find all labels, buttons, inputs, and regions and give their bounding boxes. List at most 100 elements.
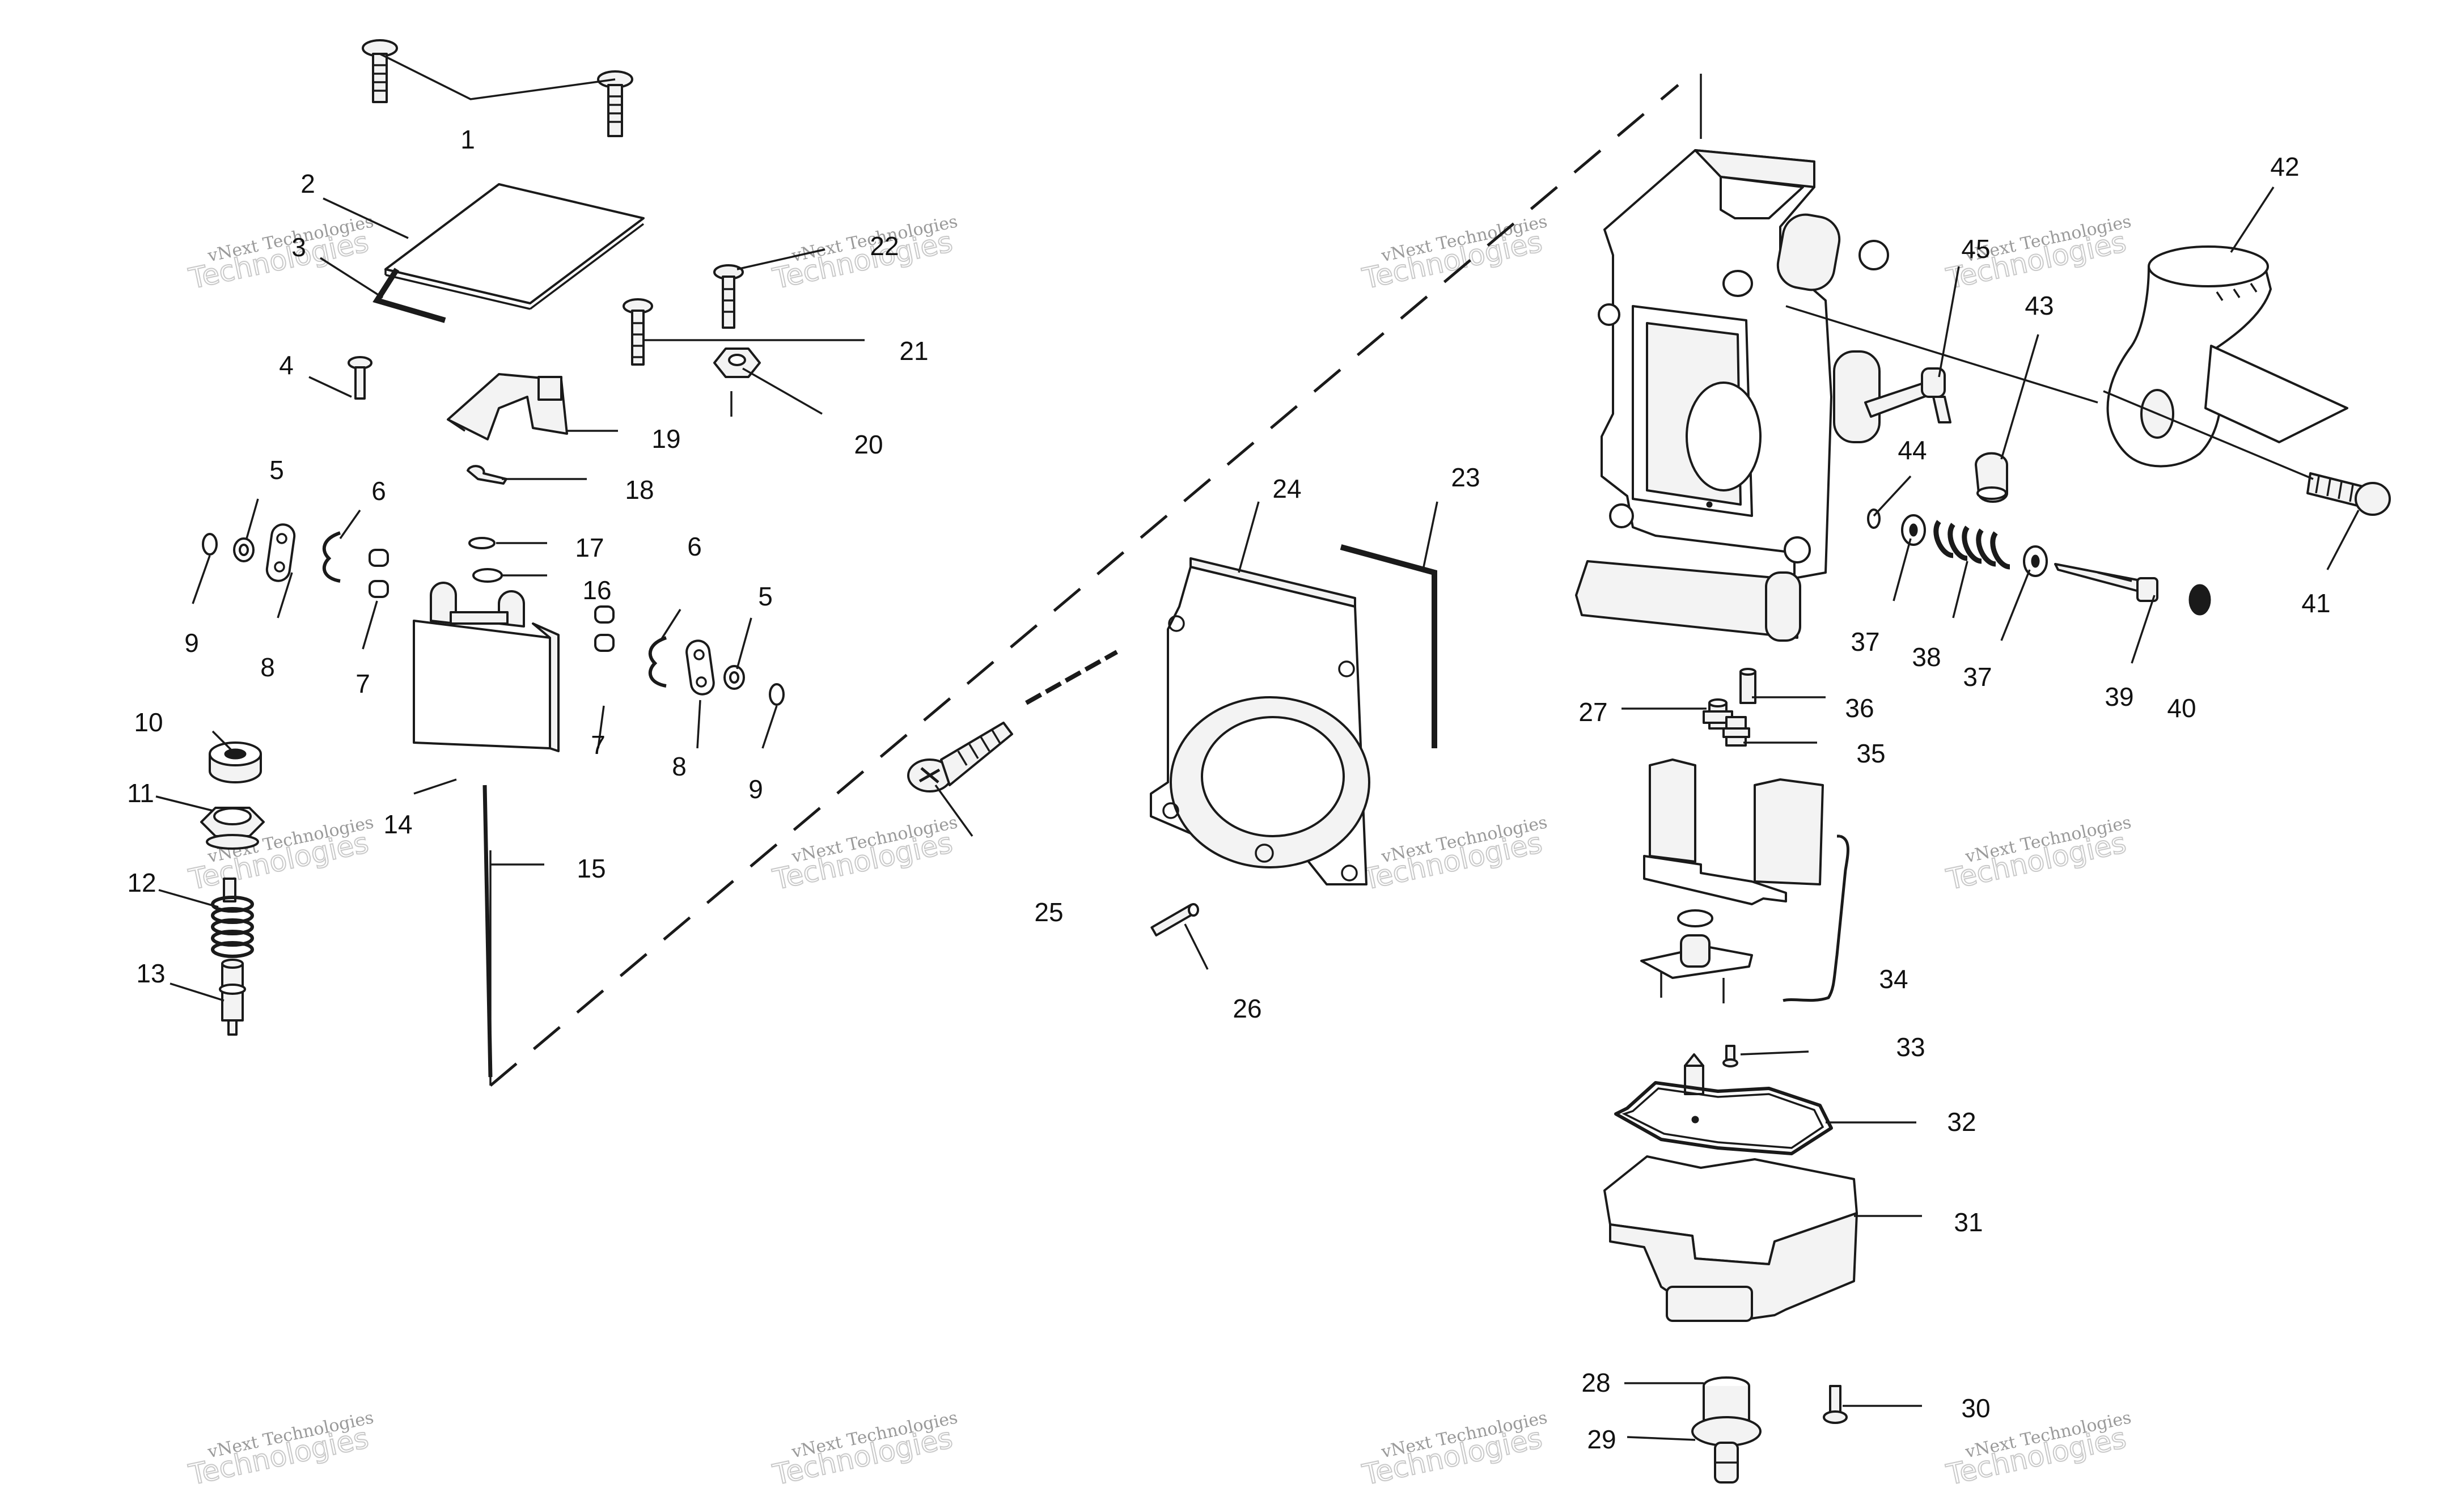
callout-6-right: 6 [687, 532, 702, 561]
throttle-slide [413, 582, 560, 752]
callout-2: 2 [300, 169, 315, 198]
watermark: Technologies vNext Technologies [1359, 211, 1549, 296]
callout-25: 25 [1034, 897, 1063, 927]
callout-43: 43 [2025, 291, 2054, 320]
spring-seat [209, 741, 262, 783]
watermark: Technologies vNext Technologies [769, 1408, 960, 1492]
needle-jet [1739, 668, 1756, 704]
callout-17: 17 [575, 533, 604, 562]
pilot-spring [1933, 520, 2010, 570]
bracket-screw [348, 356, 372, 400]
parts-layer [200, 39, 2391, 1484]
idle-adjust-screw [2103, 390, 2391, 516]
callout-5-right: 5 [758, 582, 773, 611]
callout-29: 29 [1587, 1425, 1616, 1454]
callout-40: 40 [2167, 693, 2196, 723]
pilot-jet [1703, 698, 1733, 730]
callout-5: 5 [269, 455, 284, 485]
callout-31: 31 [1954, 1207, 1983, 1237]
callout-6: 6 [371, 476, 386, 506]
float-pin-screw [1722, 1045, 1738, 1067]
top-screw [713, 264, 744, 329]
top-cover-screws [362, 39, 633, 137]
throttle-spring [211, 878, 255, 958]
callout-3: 3 [291, 232, 306, 262]
callout-41: 41 [2301, 588, 2330, 618]
long-screw [623, 298, 653, 366]
pilot-screw [2054, 563, 2158, 602]
main-jet [1722, 716, 1750, 747]
callout-9-right: 9 [748, 774, 763, 804]
callout-34: 34 [1879, 964, 1908, 994]
callout-30: 30 [1961, 1393, 1990, 1423]
callout-33: 33 [1896, 1032, 1925, 1062]
callout-8: 8 [260, 652, 275, 682]
callout-15: 15 [577, 854, 606, 883]
callout-10: 10 [134, 707, 163, 737]
callout-21: 21 [899, 336, 928, 366]
callout-23: 23 [1451, 463, 1480, 492]
callout-27: 27 [1578, 697, 1607, 727]
callout-19: 19 [651, 424, 680, 454]
callout-39: 39 [2105, 682, 2133, 711]
callout-28: 28 [1581, 1368, 1610, 1397]
callout-16: 16 [582, 575, 611, 605]
callout-labels: 1 2 3 4 5 6 7 8 9 10 11 12 13 14 15 16 1… [127, 125, 2330, 1454]
callout-18: 18 [625, 475, 654, 505]
callout-20: 20 [854, 430, 883, 459]
watermark: Technologies vNext Technologies [769, 211, 960, 296]
callout-44: 44 [1898, 435, 1927, 465]
rubber-boot [1975, 452, 2008, 503]
throttle-cable-cap [2106, 245, 2348, 468]
hex-nut [713, 347, 761, 378]
callout-26: 26 [1233, 994, 1261, 1023]
callout-42: 42 [2270, 152, 2299, 181]
callout-7-right: 7 [591, 730, 606, 760]
throttle-bracket [447, 373, 568, 440]
callout-38: 38 [1912, 642, 1941, 672]
callout-37-right: 37 [1963, 662, 1992, 692]
adjuster-nut [200, 807, 265, 850]
callout-8-right: 8 [672, 752, 687, 781]
callout-7: 7 [355, 669, 370, 698]
right-linkage-parts [594, 605, 785, 706]
drain-plug [1691, 1376, 1762, 1484]
starter-plunger [219, 959, 246, 1036]
cover-gasket [372, 268, 446, 323]
callout-12: 12 [127, 868, 156, 897]
float-bowl-gasket [1614, 1081, 1833, 1155]
callout-35: 35 [1856, 739, 1885, 768]
plug-ball [2188, 584, 2211, 616]
dowel-pin [1150, 903, 1199, 936]
drain-screw [1823, 1385, 1848, 1424]
callout-36: 36 [1845, 693, 1874, 723]
watermark: Technologies vNext Technologies [1943, 812, 2133, 897]
callout-45: 45 [1961, 234, 1990, 264]
callout-24: 24 [1272, 474, 1301, 503]
top-cover-plate [384, 183, 645, 304]
watermark: Technologies vNext Technologies [185, 211, 376, 296]
flange-screw [907, 650, 1118, 793]
callout-32: 32 [1947, 1107, 1976, 1137]
callout-4: 4 [279, 350, 294, 380]
callout-9: 9 [184, 628, 199, 658]
watermark: Technologies vNext Technologies [185, 1408, 376, 1492]
leader-lines [155, 53, 2360, 1441]
watermark: Technologies vNext Technologies [1359, 1408, 1549, 1492]
callout-22: 22 [870, 231, 899, 261]
callout-1: 1 [460, 125, 475, 154]
left-linkage-parts [202, 523, 389, 598]
float-bowl [1603, 1155, 1858, 1322]
vent-fitting [1864, 367, 1951, 423]
callout-14: 14 [383, 810, 412, 839]
callout-13: 13 [136, 959, 165, 988]
jet-needle [482, 785, 493, 1078]
watermark: Technologies vNext Technologies [769, 812, 960, 897]
float-assembly [1640, 758, 1849, 1003]
plate-washer [472, 568, 503, 583]
carburetor-body [1575, 149, 2098, 642]
callout-11: 11 [127, 778, 154, 808]
callout-37: 37 [1851, 627, 1879, 656]
intake-flange [1150, 557, 1370, 885]
watermark: Technologies vNext Technologies [1359, 812, 1549, 897]
